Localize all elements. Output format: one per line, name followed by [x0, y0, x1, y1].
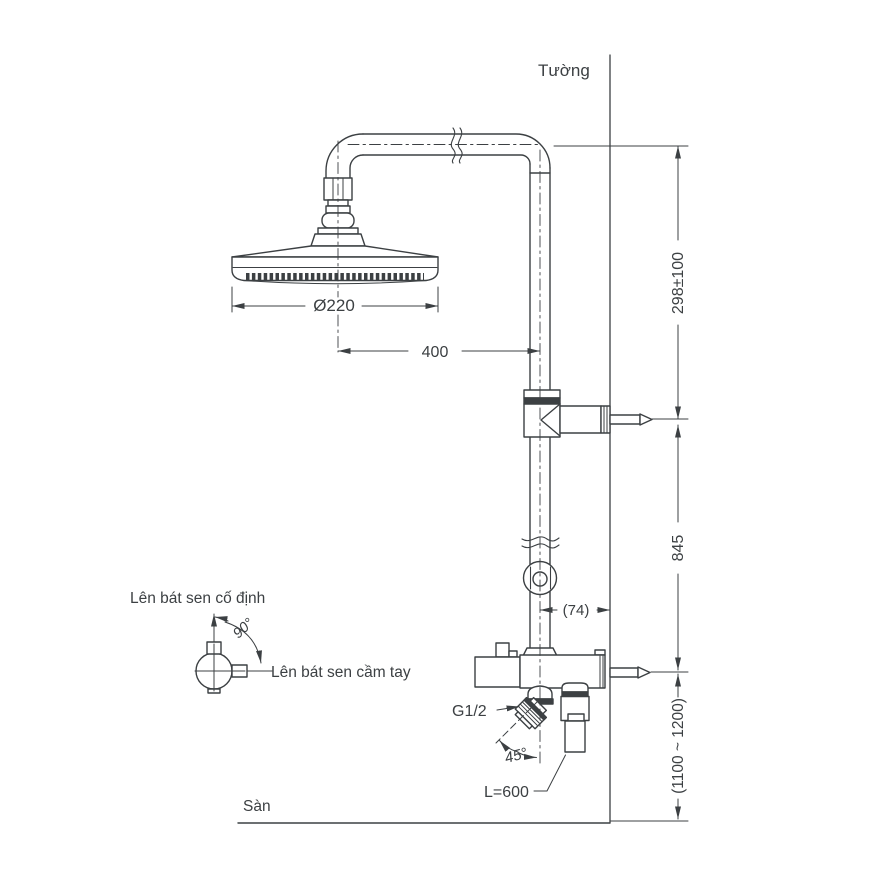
floor-label: Sàn [243, 798, 271, 815]
anchor-screw-upper [609, 413, 653, 426]
shower-head [231, 177, 439, 285]
slider-knob [522, 560, 558, 596]
ninety-degree-arc [224, 621, 262, 664]
hand-shower-label: Lên bát sen cầm tay [271, 664, 411, 681]
annotations [495, 699, 566, 792]
wall-label: Tường [538, 61, 590, 80]
g12-leader-arrow [496, 705, 520, 712]
forty-five-degree-arc [517, 752, 537, 760]
mixer-valve [474, 642, 651, 753]
outlet-g12 [514, 696, 548, 730]
anchor-screw-lower [609, 666, 651, 679]
shower-arm-pipe [325, 127, 551, 179]
hose-connector [560, 682, 590, 753]
dim-head-to-riser: 400 [422, 344, 449, 361]
dim-bracket-to-valve: 845 [670, 535, 687, 562]
forty-five-degree-axis [495, 699, 540, 744]
dimension-lines [231, 145, 681, 820]
outlet-angle-label: 45° [503, 745, 529, 767]
hose-length-leader [533, 754, 566, 792]
dim-arm-to-bracket: 298±100 [670, 252, 687, 314]
hose-length-label: L=600 [484, 784, 529, 801]
centerlines [337, 140, 541, 765]
dim-valve-height-range: (1100 ~ 1200) [670, 698, 687, 794]
head-bottom-lip [243, 280, 427, 285]
wall-bracket-upper [523, 389, 653, 438]
riser-pipe [529, 163, 551, 649]
detail-valve-diagram [194, 613, 273, 694]
dim-riser-to-wall: (74) [563, 602, 590, 619]
thread-size-label: G1/2 [452, 703, 487, 720]
head-cone [231, 245, 439, 258]
dim-head-diameter: Ø220 [313, 296, 355, 315]
fixed-shower-label: Lên bát sen cố định [130, 590, 265, 607]
pipe-break-symbol-vertical [521, 536, 560, 549]
swivel-angle-label: 90° [230, 615, 257, 642]
pipe-break-symbol-horizontal [450, 127, 463, 164]
dimension-extension-lines [231, 145, 689, 822]
